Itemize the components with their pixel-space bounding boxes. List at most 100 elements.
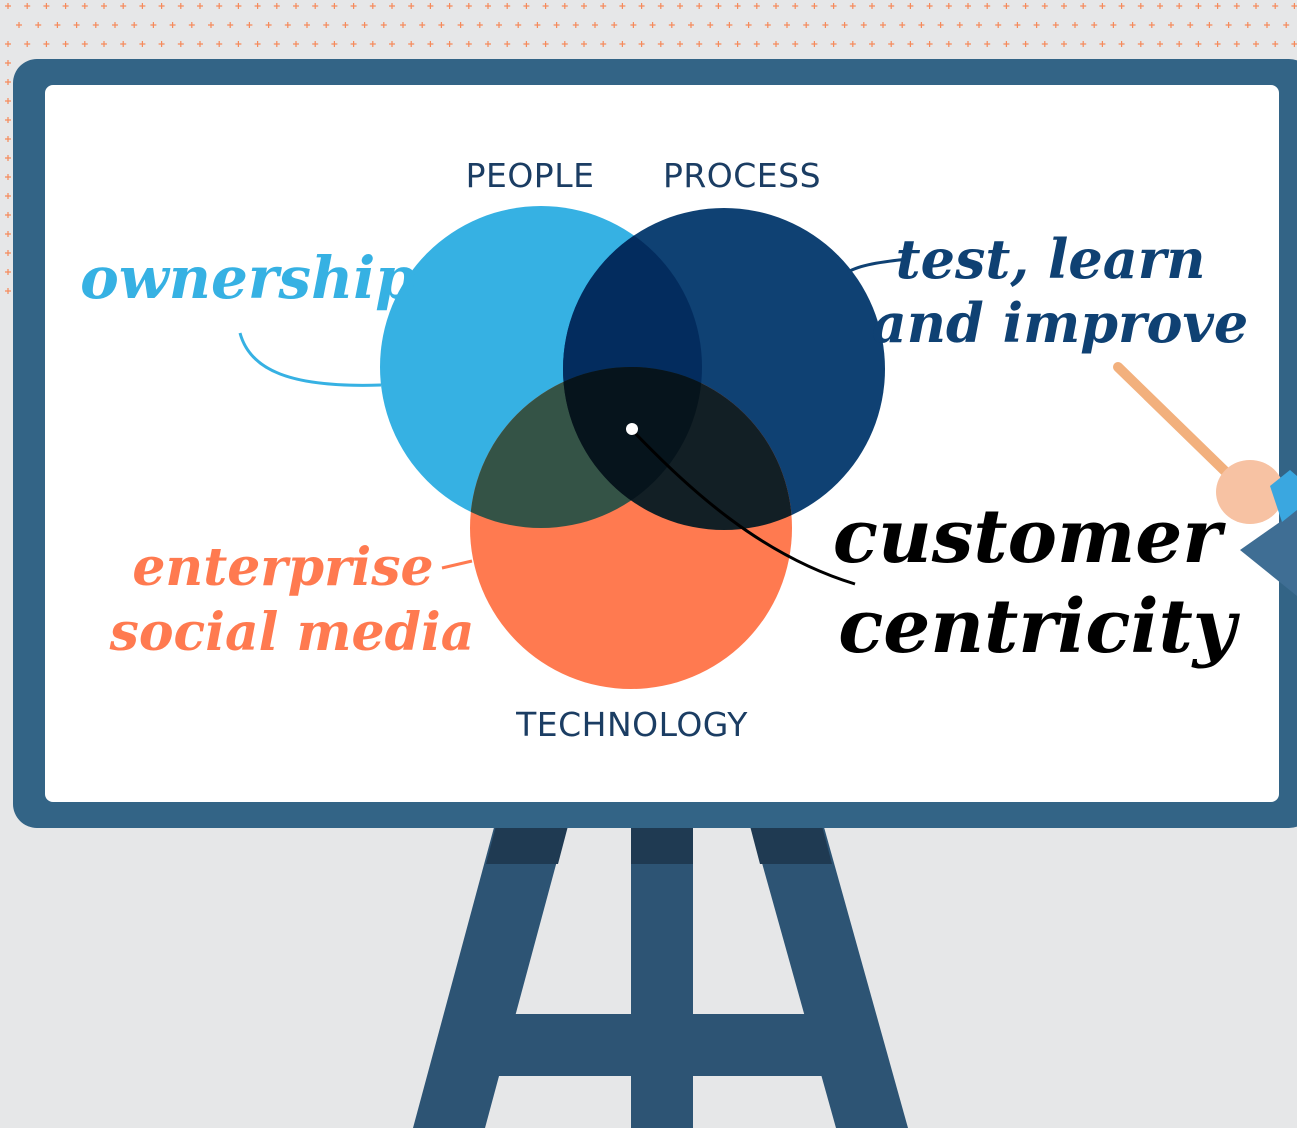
plus-mark — [918, 22, 925, 28]
presenter-arm — [1113, 362, 1297, 596]
plus-mark — [43, 41, 50, 47]
test-learn-line-2: and improve — [872, 291, 1248, 355]
plus-mark — [216, 41, 223, 47]
plus-mark — [331, 3, 338, 9]
plus-mark — [926, 41, 933, 47]
plus-mark — [284, 22, 291, 28]
plus-mark — [1283, 22, 1290, 28]
easel-right-leg — [750, 820, 908, 1128]
plus-mark — [899, 22, 906, 28]
plus-mark — [504, 3, 511, 9]
plus-mark — [246, 22, 253, 28]
plus-mark — [515, 22, 522, 28]
plus-mark — [1244, 22, 1251, 28]
plus-mark — [5, 60, 11, 66]
plus-mark — [5, 136, 11, 142]
plus-mark — [1003, 41, 1010, 47]
plus-mark — [323, 22, 330, 28]
plus-mark — [197, 3, 203, 9]
plus-mark — [273, 3, 280, 9]
plus-mark — [504, 41, 511, 47]
plus-mark — [389, 41, 395, 47]
plus-mark — [860, 22, 867, 28]
plus-mark — [446, 41, 453, 47]
plus-mark — [1195, 41, 1202, 47]
plus-mark — [438, 22, 445, 28]
plus-mark — [1272, 3, 1279, 9]
plus-mark — [457, 22, 464, 28]
plus-mark — [792, 3, 799, 9]
plus-mark — [945, 41, 952, 47]
plus-mark — [841, 22, 848, 28]
people-technology-overlap — [470, 367, 702, 528]
plus-mark — [907, 41, 914, 47]
plus-mark — [120, 41, 127, 47]
plus-mark — [312, 3, 319, 9]
plus-mark — [542, 41, 549, 47]
ownership-connector — [238, 332, 382, 387]
plus-mark — [5, 269, 11, 275]
plus-mark — [534, 22, 541, 28]
plus-mark — [273, 41, 280, 47]
plus-mark — [1233, 3, 1240, 9]
plus-mark — [408, 3, 415, 9]
plus-mark — [101, 3, 107, 9]
plus-mark — [753, 3, 760, 9]
plus-mark — [5, 231, 11, 237]
plus-mark — [81, 41, 88, 47]
plus-mark — [369, 3, 376, 9]
plus-mark — [792, 41, 799, 47]
plus-pattern — [5, 3, 1297, 294]
plus-mark — [956, 22, 963, 28]
plus-mark — [1195, 3, 1202, 9]
plus-mark — [869, 41, 875, 47]
plus-mark — [1168, 22, 1174, 28]
plus-mark — [1110, 22, 1117, 28]
plus-mark — [158, 41, 165, 47]
plus-mark — [465, 3, 472, 9]
plus-mark — [726, 22, 733, 28]
plus-mark — [976, 22, 982, 28]
plus-mark — [1099, 41, 1106, 47]
plus-mark — [369, 41, 376, 47]
plus-mark — [1033, 22, 1040, 28]
plus-mark — [485, 41, 491, 47]
plus-mark — [361, 22, 368, 28]
plus-mark — [811, 41, 818, 47]
venn-diagram — [380, 206, 885, 689]
plus-mark — [216, 3, 223, 9]
plus-mark — [888, 3, 895, 9]
plus-mark — [5, 98, 11, 104]
plus-mark — [696, 3, 703, 9]
plus-mark — [1225, 22, 1232, 28]
plus-mark — [1041, 3, 1048, 9]
plus-mark — [380, 22, 387, 28]
plus-mark — [995, 22, 1002, 28]
plus-mark — [16, 22, 22, 28]
plus-mark — [600, 3, 607, 9]
plus-mark — [581, 41, 587, 47]
plus-mark — [753, 41, 760, 47]
plus-mark — [1187, 22, 1194, 28]
easel-left-leg-shadow — [486, 826, 568, 864]
plus-mark — [446, 3, 453, 9]
plus-mark — [1264, 22, 1270, 28]
plus-mark — [657, 41, 664, 47]
plus-mark — [965, 41, 971, 47]
plus-mark — [1272, 41, 1279, 47]
plus-mark — [1253, 3, 1259, 9]
plus-mark — [62, 3, 69, 9]
plus-mark — [5, 79, 11, 85]
plus-mark — [600, 41, 607, 47]
plus-mark — [293, 3, 299, 9]
plus-mark — [342, 22, 349, 28]
plus-mark — [1137, 41, 1144, 47]
plus-mark — [5, 3, 11, 9]
plus-mark — [92, 22, 99, 28]
plus-mark — [73, 22, 80, 28]
plus-mark — [54, 22, 61, 28]
plus-mark — [1176, 3, 1183, 9]
plus-mark — [869, 3, 875, 9]
plus-mark — [888, 41, 895, 47]
plus-mark — [619, 3, 626, 9]
